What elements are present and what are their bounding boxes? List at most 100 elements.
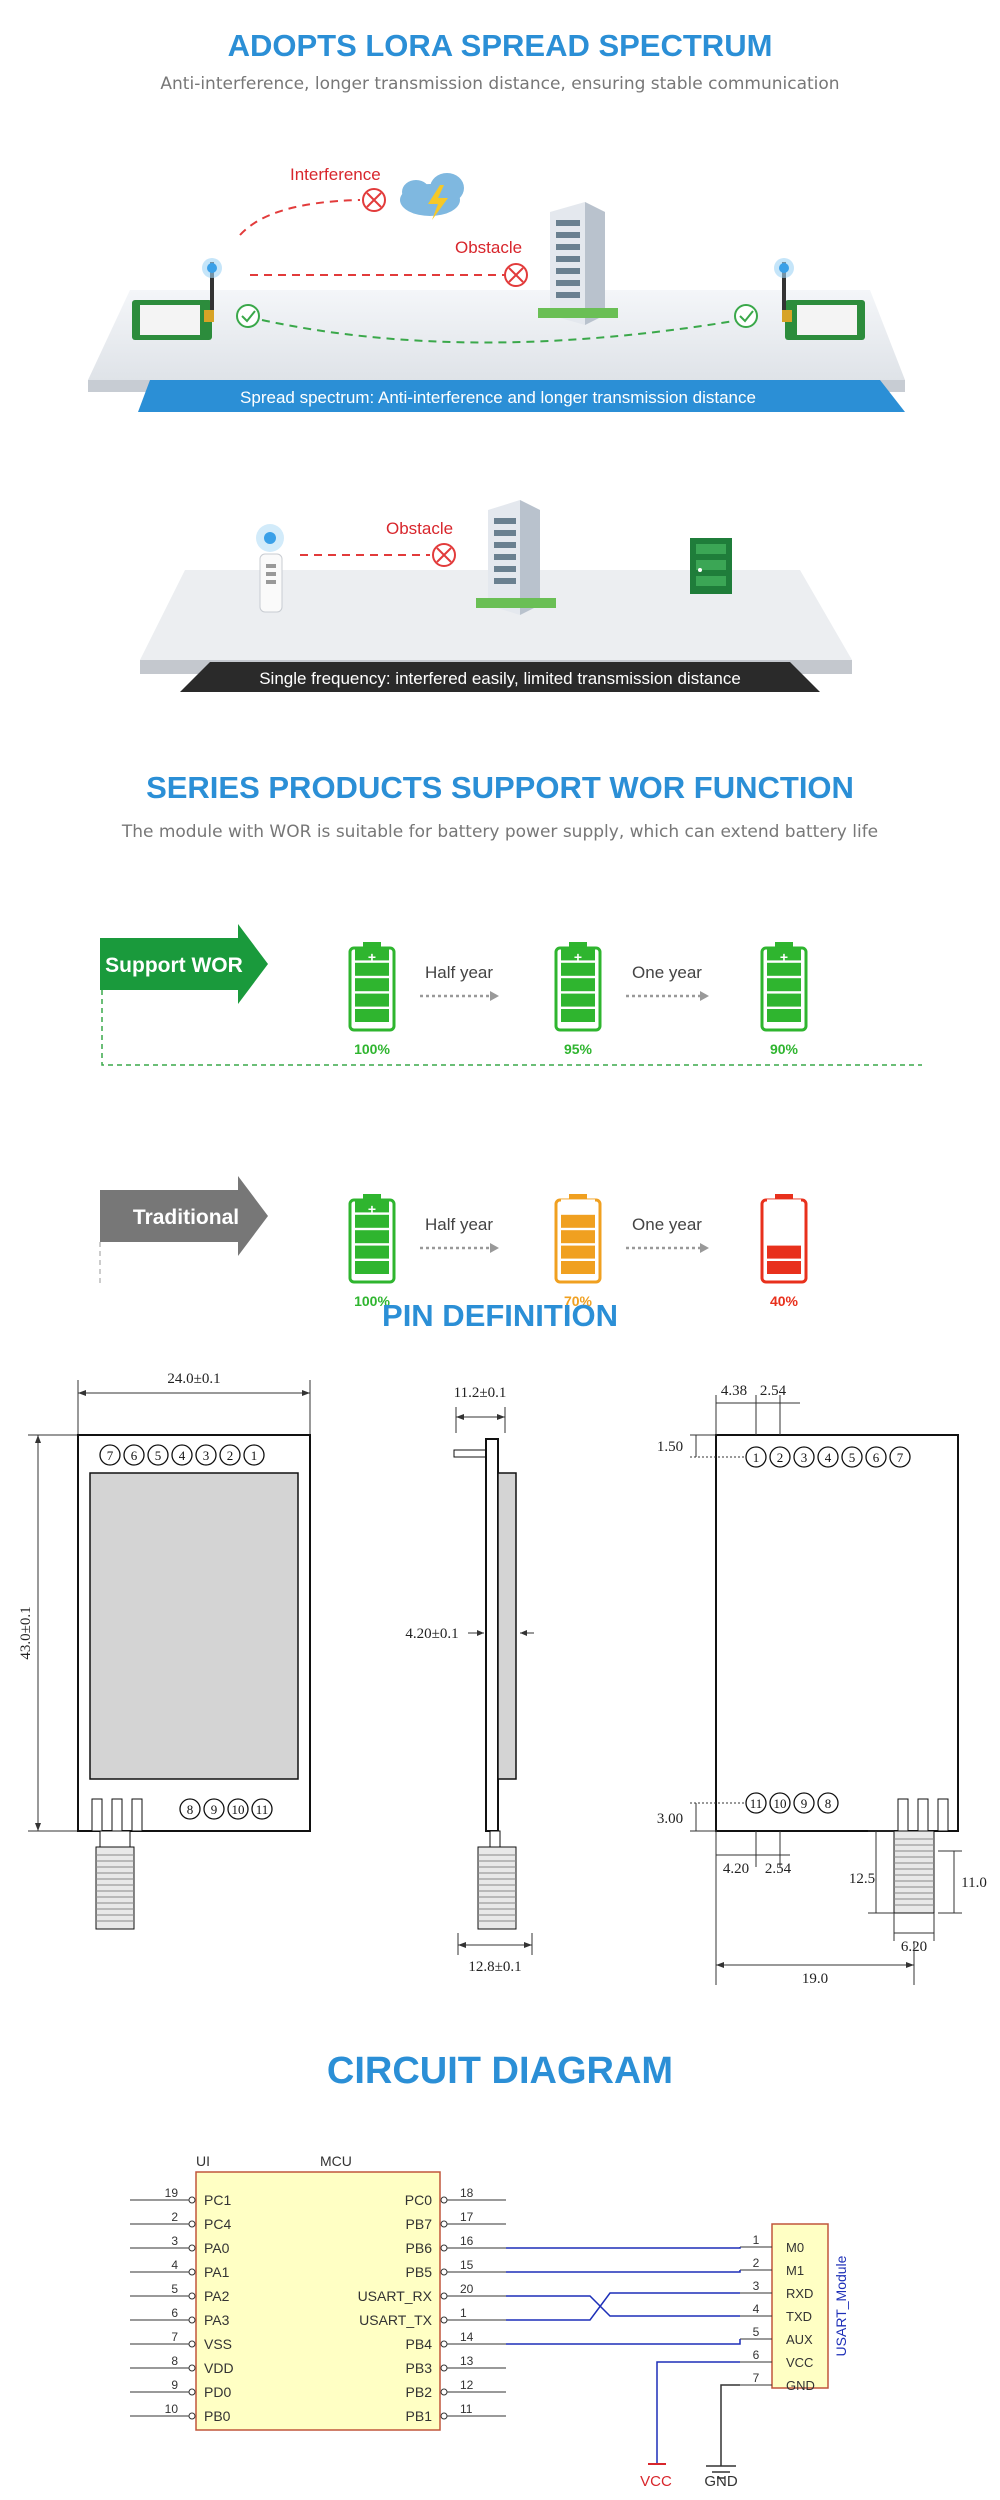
pin-number: 10 [232, 1802, 245, 1817]
battery-plus-sign: + [574, 949, 582, 965]
pin-circle [769, 1792, 791, 1814]
left-lora-module [132, 258, 222, 340]
lora-title: ADOPTS LORA SPREAD SPECTRUM [227, 28, 773, 63]
module-pin-name: GND [786, 2378, 815, 2393]
side-board [485, 1438, 499, 1832]
support-wor-arrow [100, 924, 268, 1004]
usart-tx-wire [506, 2292, 740, 2321]
mcu-right-pin-name: PB3 [406, 2360, 433, 2376]
wor-title: SERIES PRODUCTS SUPPORT WOR FUNCTION [146, 770, 854, 805]
mcu-left-pin-number: 19 [165, 2186, 179, 2200]
back-dim-e: 12.5 [849, 1871, 875, 1887]
usart-rx-wire [506, 2295, 740, 2317]
pin-number: 1 [251, 1448, 258, 1463]
vcc-label: VCC [640, 2473, 672, 2490]
back-dim-f: 11.0 [961, 1875, 987, 1891]
mcu-right-pin-name: USART_RX [358, 2288, 433, 2304]
pin-number: 4 [179, 1448, 186, 1463]
mcu-right-pin-number: 1 [460, 2306, 467, 2320]
wor-row-traditional: Traditional [99, 1176, 268, 1285]
pin-number: 11 [256, 1802, 269, 1817]
battery-plus-sign: + [780, 1201, 788, 1217]
interference-blocked-icon [362, 188, 386, 212]
time-period-label: Half year [425, 1215, 493, 1234]
pin-number: 4 [825, 1450, 832, 1465]
mcu-left-pin-name: PA1 [204, 2264, 230, 2280]
back-dim-b: 2.54 [760, 1383, 787, 1399]
mcu-right-pin-number: 14 [460, 2330, 474, 2344]
mcu-left-pin-name: PA3 [204, 2312, 230, 2328]
obstacle-label: Obstacle [455, 238, 522, 257]
mcu-left-pin-number: 9 [171, 2378, 178, 2392]
mcu-left-pin-number: 6 [171, 2306, 178, 2320]
mcu-right-pin-number: 12 [460, 2378, 474, 2392]
pin-title: PIN DEFINITION [382, 1298, 618, 1333]
spread-path [261, 319, 741, 344]
pin-circle [171, 1444, 193, 1466]
gnd-wire [720, 2384, 740, 2466]
traditional-label: Traditional [133, 1206, 239, 1229]
module-pin-number: 5 [753, 2325, 760, 2339]
lora-subtitle: Anti-interference, longer transmission d… [160, 74, 840, 94]
spread-caption: Spread spectrum: Anti-interference and l… [240, 388, 756, 407]
mcu-right-pin-number: 18 [460, 2186, 474, 2200]
mcu-left-pin-name: PD0 [204, 2384, 231, 2400]
mcu-left-pin-number: 10 [165, 2402, 179, 2416]
pin-number: 2 [777, 1450, 784, 1465]
time-period-label: Half year [425, 963, 493, 982]
time-arrow [626, 991, 709, 1001]
battery-icon: + [554, 942, 602, 1032]
mcu-right-pin-number: 15 [460, 2258, 474, 2272]
single-caption: Single frequency: interfered easily, lim… [259, 669, 741, 688]
mcu-right-pin-number: 20 [460, 2282, 474, 2296]
mcu-right-pin-number: 11 [460, 2402, 473, 2416]
module-pin-name: RXD [786, 2286, 813, 2301]
front-antenna-connector [91, 1798, 143, 1930]
module-label: USART_Module [833, 2255, 849, 2356]
battery-percent: 40% [770, 1293, 799, 1309]
check-icon-left [236, 304, 260, 328]
side-view: 11.2±0.1 4.20±0.1 12.8±0.1 [405, 1385, 534, 1975]
pin-circle [99, 1444, 121, 1466]
battery-icon: + [554, 1194, 602, 1284]
battery-plus-sign: + [368, 949, 376, 965]
pin-circle [251, 1798, 273, 1820]
mcu-left-pin-name: PB0 [204, 2408, 231, 2424]
mcu-left-pin-number: 2 [171, 2210, 178, 2224]
receiver-board-icon [690, 538, 732, 594]
mcu-right-pin-number: 13 [460, 2354, 474, 2368]
building-icon [538, 202, 618, 325]
pin-number: 1 [753, 1450, 760, 1465]
side-antenna [477, 1846, 517, 1930]
pin-circle [243, 1444, 265, 1466]
module-pin-number: 6 [753, 2348, 760, 2362]
mcu-right-pin-name: PB7 [406, 2216, 433, 2232]
spread-caption-bar [138, 380, 905, 412]
pin-number: 5 [849, 1450, 856, 1465]
pin-number: 6 [873, 1450, 880, 1465]
pin-number: 7 [897, 1450, 904, 1465]
mcu-chip [195, 2171, 441, 2431]
mcu-left-pin-number: 8 [171, 2354, 178, 2368]
mcu-right-pin-name: PC0 [405, 2192, 432, 2208]
mcu-right-pin-name: PB2 [406, 2384, 433, 2400]
module-pin-name: M0 [786, 2240, 804, 2255]
mcu-right-pin-number: 16 [460, 2234, 474, 2248]
spread-platform [88, 290, 905, 380]
back-dim-bottom: 3.00 [657, 1811, 683, 1827]
mcu-left-pin-number: 7 [171, 2330, 178, 2344]
module-pin-name: VCC [786, 2355, 813, 2370]
single-caption-bar [180, 662, 820, 692]
back-dim-a: 4.38 [721, 1383, 747, 1399]
mcu-left-pin-name: PA0 [204, 2240, 230, 2256]
mcu-right-pin-name: USART_TX [359, 2312, 433, 2328]
mcu-right-pin-name: PB4 [406, 2336, 433, 2352]
back-dim-d: 2.54 [765, 1861, 792, 1877]
pin-number: 3 [801, 1450, 808, 1465]
cloud-icon [400, 173, 464, 220]
signal-wire [506, 2247, 741, 2249]
